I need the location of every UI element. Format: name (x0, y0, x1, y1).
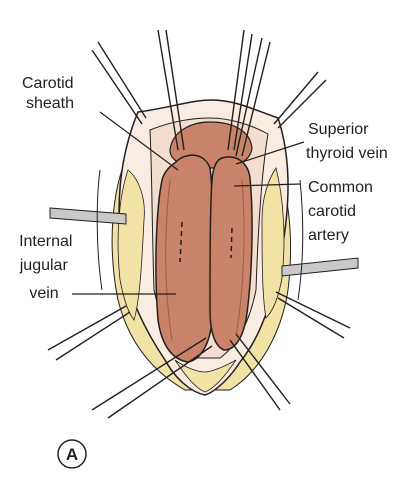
skin-edge-right (297, 179, 304, 301)
left-retractor (49, 207, 127, 225)
skin-edge-left (96, 169, 103, 291)
label-common-carotid-artery: Common carotid artery (308, 179, 377, 244)
fat-right (261, 167, 285, 319)
panel-letter: A (66, 445, 78, 464)
stay-sutures (47, 29, 351, 419)
fat-bottom (174, 359, 237, 393)
artery-shading (235, 179, 245, 336)
vein-shading (165, 179, 173, 341)
fat-left (117, 169, 145, 321)
right-retractor (281, 257, 359, 277)
vein-incision-mark (179, 221, 183, 263)
panel-badge-circle (57, 439, 87, 469)
internal-jugular-vein-vessel (155, 154, 215, 363)
label-superior-thyroid-vein: Superior thyroid vein (306, 121, 388, 162)
label-carotid-sheath: Carotid sheath (22, 75, 78, 112)
leader-lines (72, 111, 305, 295)
label-internal-jugular-vein: Internal jugular vein (19, 233, 77, 302)
common-carotid-artery-vessel (209, 156, 253, 351)
